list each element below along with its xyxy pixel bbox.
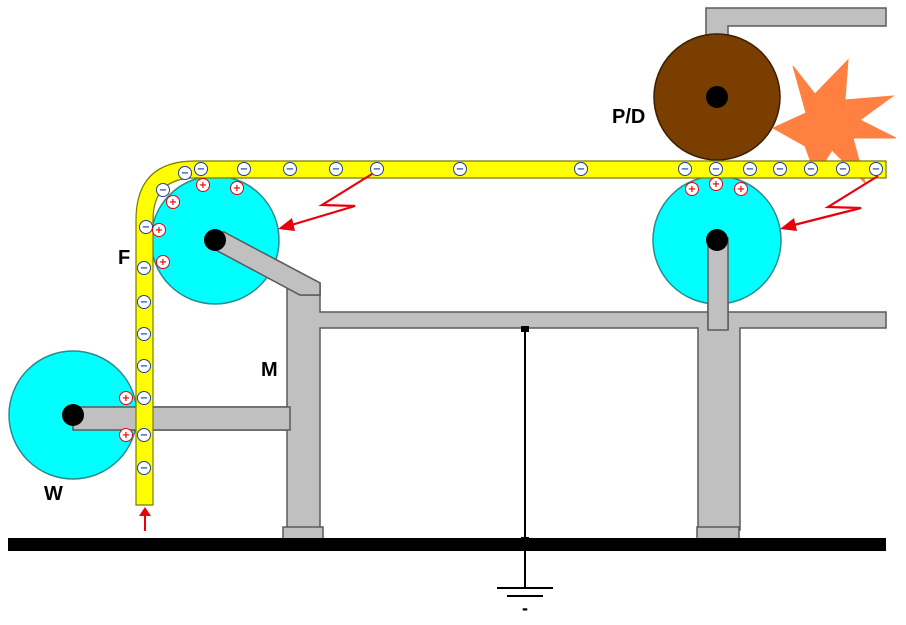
negative-charge-icon — [836, 162, 850, 176]
negative-charge-icon — [773, 162, 787, 176]
negative-charge-icon — [329, 162, 343, 176]
positive-charge-sign: + — [155, 225, 163, 236]
negative-charge-icon — [137, 428, 151, 442]
negative-charge-icon — [283, 162, 297, 176]
positive-charge-icon — [196, 178, 210, 192]
negative-charge-icon — [137, 327, 151, 341]
negative-charge-sign: − — [140, 393, 148, 404]
negative-charge-icon — [453, 162, 467, 176]
positive-charge-icon — [119, 428, 133, 442]
negative-charge-sign: − — [332, 164, 340, 175]
positive-charge-sign: + — [737, 184, 745, 195]
positive-charge-icon — [709, 177, 723, 191]
positive-charge-icon — [230, 181, 244, 195]
negative-charge-icon — [743, 162, 757, 176]
negative-charge-icon — [370, 162, 384, 176]
negative-charge-icon — [678, 162, 692, 176]
film-web — [135, 160, 887, 506]
idler-roller-right — [652, 175, 782, 331]
negative-charge-icon — [137, 261, 151, 275]
positive-charge-sign: + — [199, 180, 207, 191]
negative-charge-sign: − — [181, 168, 189, 179]
lightning-arrow-icon — [780, 175, 879, 231]
negative-charge-icon — [237, 162, 251, 176]
negative-charge-sign: − — [142, 222, 150, 233]
negative-charge-sign: − — [140, 361, 148, 372]
pressure-drum — [653, 33, 781, 161]
feed-direction-arrow-icon — [139, 507, 151, 531]
positive-charge-sign: + — [169, 197, 177, 208]
negative-charge-sign: − — [373, 164, 381, 175]
negative-charge-sign: − — [197, 164, 205, 175]
ground-sign-label: - — [522, 598, 528, 618]
negative-charge-sign: − — [159, 185, 167, 196]
positive-charge-icon — [152, 223, 166, 237]
positive-charge-sign: + — [233, 183, 241, 194]
wind-roll — [8, 350, 291, 480]
ground-connection — [521, 326, 529, 588]
film-label: F — [118, 247, 130, 269]
negative-charge-icon — [137, 359, 151, 373]
negative-charge-sign: − — [240, 164, 248, 175]
negative-charge-sign: − — [456, 164, 464, 175]
positive-charge-sign: + — [712, 179, 720, 190]
negative-charge-sign: − — [807, 164, 815, 175]
spark-burst-icon — [771, 58, 897, 185]
wind-roll-label: W — [44, 483, 63, 505]
negative-charge-icon — [709, 162, 723, 176]
positive-charge-icon — [734, 182, 748, 196]
idler-roller-left — [150, 175, 321, 305]
negative-charge-icon — [139, 220, 153, 234]
negative-charge-icon — [194, 162, 208, 176]
negative-charge-sign: − — [286, 164, 294, 175]
machine-frame-label: M — [261, 359, 278, 381]
negative-charge-sign: − — [681, 164, 689, 175]
charge-markers: −−−−−−−−−−−−−−−−−−−−−−−−++++++++++ — [119, 162, 883, 475]
negative-charge-sign: − — [746, 164, 754, 175]
negative-charge-sign: − — [872, 164, 880, 175]
negative-charge-sign: − — [577, 164, 585, 175]
pressure-drum-label: P/D — [612, 106, 645, 128]
negative-charge-icon — [178, 166, 192, 180]
negative-charge-icon — [804, 162, 818, 176]
negative-charge-sign: − — [776, 164, 784, 175]
negative-charge-icon — [156, 183, 170, 197]
positive-charge-icon — [156, 255, 170, 269]
negative-charge-sign: − — [140, 329, 148, 340]
positive-charge-sign: + — [122, 430, 130, 441]
ground-bar — [8, 538, 886, 551]
positive-charge-icon — [685, 182, 699, 196]
ground-symbol-icon — [497, 587, 553, 597]
negative-charge-sign: − — [839, 164, 847, 175]
positive-charge-icon — [119, 391, 133, 405]
negative-charge-sign: − — [140, 430, 148, 441]
negative-charge-icon — [137, 295, 151, 309]
negative-charge-icon — [869, 162, 883, 176]
negative-charge-icon — [137, 391, 151, 405]
positive-charge-sign: + — [122, 393, 130, 404]
negative-charge-icon — [137, 461, 151, 475]
positive-charge-sign: + — [159, 257, 167, 268]
positive-charge-sign: + — [688, 184, 696, 195]
negative-charge-sign: − — [140, 463, 148, 474]
negative-charge-sign: − — [712, 164, 720, 175]
lightning-arrow-icon — [278, 173, 373, 231]
positive-charge-icon — [166, 195, 180, 209]
negative-charge-sign: − — [140, 263, 148, 274]
negative-charge-icon — [574, 162, 588, 176]
negative-charge-sign: − — [140, 297, 148, 308]
